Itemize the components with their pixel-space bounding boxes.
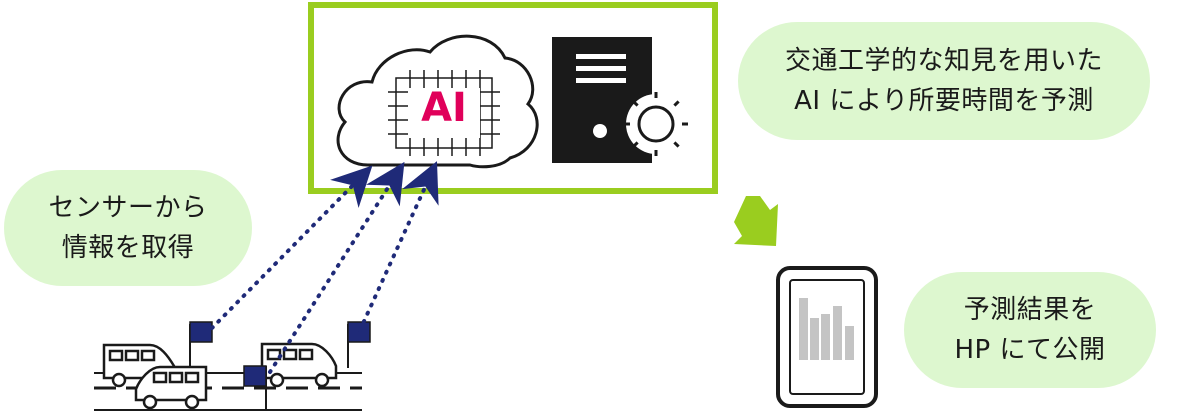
data-arrow: [210, 165, 373, 330]
sensor-text-line2: 情報を取得: [61, 233, 195, 263]
flag-icon: [243, 365, 267, 410]
van-icon: [134, 365, 208, 410]
sensor-bubble: センサーから 情報を取得: [4, 170, 252, 286]
flag-icon: [347, 321, 371, 368]
result-text-line2: HP にて公開: [954, 335, 1106, 365]
bar-chart-icon: [799, 298, 854, 360]
result-text-line1: 予測結果を: [963, 295, 1097, 325]
sensor-text-line1: センサーから: [48, 193, 208, 223]
ai-prediction-text-line1: 交通工学的な知見を用いた: [784, 46, 1103, 76]
result-bubble: 予測結果を HP にて公開: [904, 272, 1156, 388]
data-arrow: [268, 161, 405, 374]
flag-icon: [189, 321, 213, 368]
system-frame: [308, 2, 718, 194]
arrow-icon: [734, 196, 778, 246]
sun-icon: [624, 92, 688, 156]
ai-label: AI: [421, 85, 467, 131]
data-arrow: [358, 161, 439, 332]
ai-prediction-text-line2: AI により所要時間を予測: [794, 86, 1094, 116]
ai-prediction-bubble: 交通工学的な知見を用いた AI により所要時間を予測: [738, 22, 1150, 140]
data-arrows: [210, 161, 439, 374]
van-icon: [260, 342, 338, 388]
